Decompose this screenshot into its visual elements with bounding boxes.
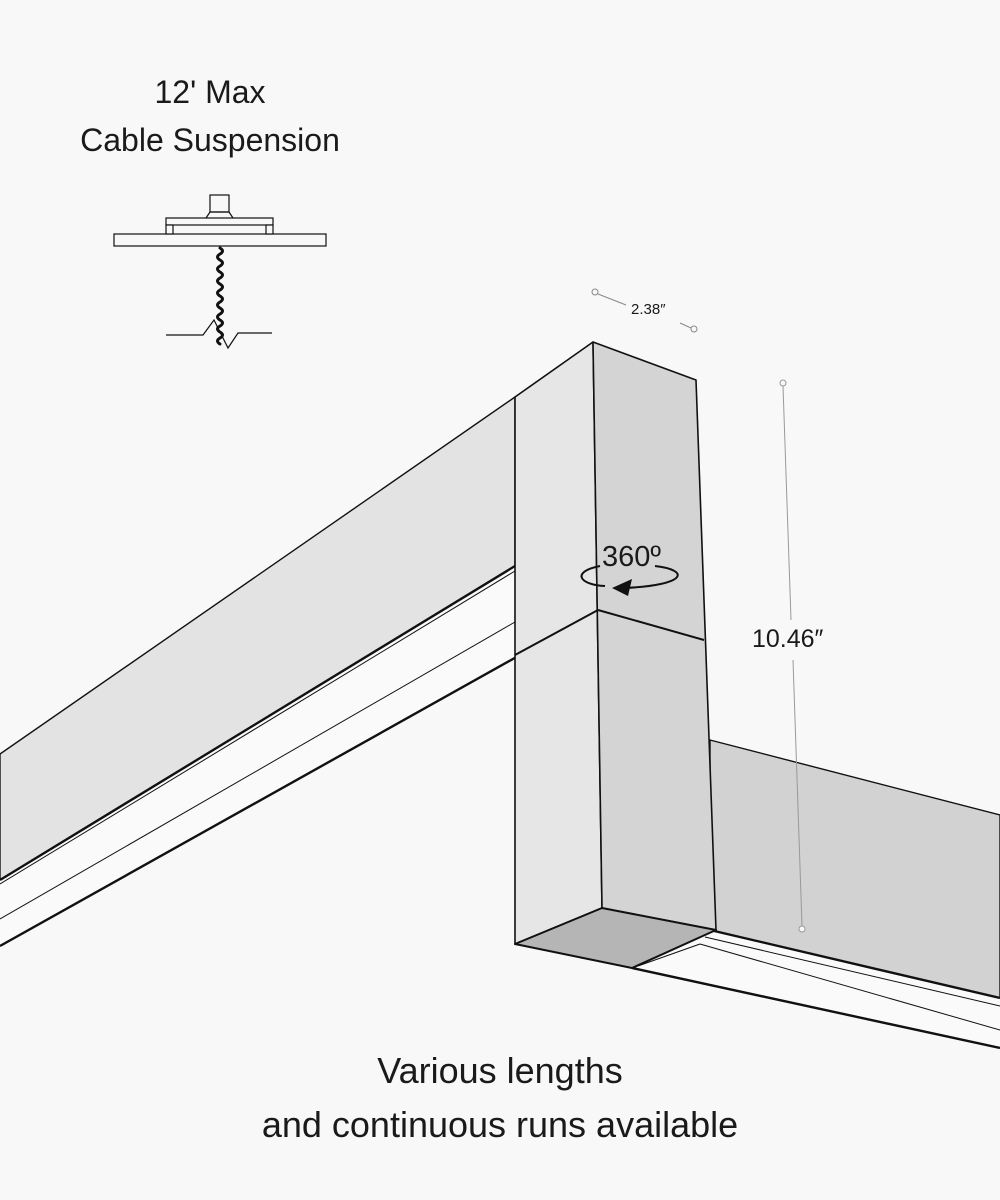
suspension-type-label: Cable Suspension bbox=[80, 122, 340, 158]
caption-line-2: and continuous runs available bbox=[261, 1104, 739, 1145]
post-right-face bbox=[592, 341, 717, 931]
break-line bbox=[166, 318, 272, 350]
right-run-lens bbox=[632, 930, 1000, 1048]
ceiling-canopy bbox=[113, 194, 327, 247]
caption-line-1: Various lengths bbox=[377, 1050, 623, 1091]
suspension-title: 12' Max Cable Suspension bbox=[40, 68, 380, 164]
width-dimension-label: 2.38″ bbox=[631, 301, 666, 318]
cable-suspension-icon bbox=[113, 194, 327, 350]
width-dimension bbox=[591, 288, 698, 333]
left-run bbox=[0, 396, 521, 948]
post-bottom-face bbox=[514, 907, 717, 969]
max-length-label: 12' Max bbox=[154, 74, 266, 110]
left-run-lens bbox=[0, 566, 515, 946]
post-left-face bbox=[514, 341, 603, 945]
rotation-arrow-icon bbox=[580, 565, 679, 596]
rotation-label: 360º bbox=[602, 541, 661, 573]
right-run bbox=[631, 739, 1000, 1050]
height-dimension bbox=[779, 379, 806, 933]
height-dimension-label: 10.46″ bbox=[752, 625, 824, 653]
availability-caption: Various lengths and continuous runs avai… bbox=[0, 1044, 1000, 1152]
corner-post bbox=[514, 341, 717, 969]
